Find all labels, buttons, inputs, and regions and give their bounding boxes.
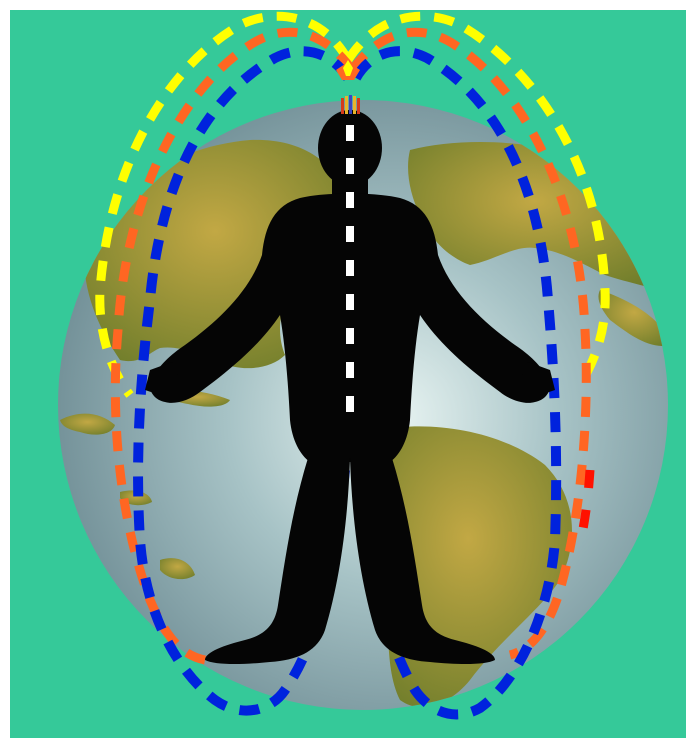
spine-markers [346, 125, 354, 412]
head [318, 110, 382, 186]
